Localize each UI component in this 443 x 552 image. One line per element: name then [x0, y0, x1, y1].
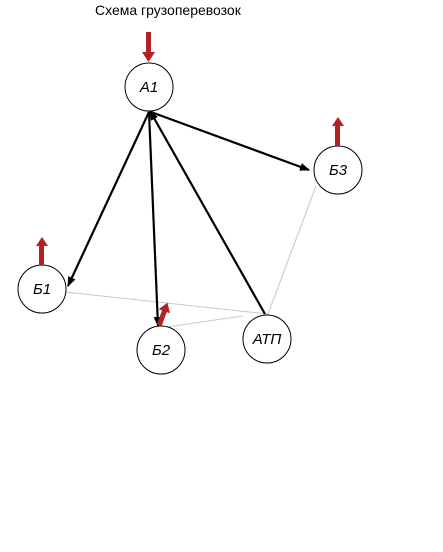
node-b3: Б3	[313, 145, 363, 195]
flow-arrow-b1-out	[36, 237, 48, 265]
node-a1: А1	[124, 62, 174, 112]
link-b2-atp	[159, 315, 244, 329]
node-b2: Б2	[136, 325, 186, 375]
route-a1-b1	[67, 111, 150, 287]
link-b3-atp	[267, 185, 317, 315]
node-b1-label: Б1	[33, 281, 51, 298]
node-b1: Б1	[17, 264, 67, 314]
node-a1-label: А1	[139, 79, 158, 96]
flow-arrow-a1-in	[142, 32, 155, 62]
link-b1-atp	[64, 291, 269, 315]
flow-arrow-b2-out	[156, 302, 171, 327]
route-atp-a1	[149, 110, 266, 315]
route-a1-b3	[150, 110, 310, 172]
route-a1-b2	[147, 111, 162, 327]
node-atp-label: АТП	[252, 331, 282, 348]
flow-arrow-b3-out	[332, 117, 344, 146]
node-atp: АТП	[242, 314, 292, 364]
node-b3-label: Б3	[329, 162, 348, 179]
node-b2-label: Б2	[152, 342, 171, 359]
diagram-title: Схема грузоперевозок	[95, 2, 242, 18]
